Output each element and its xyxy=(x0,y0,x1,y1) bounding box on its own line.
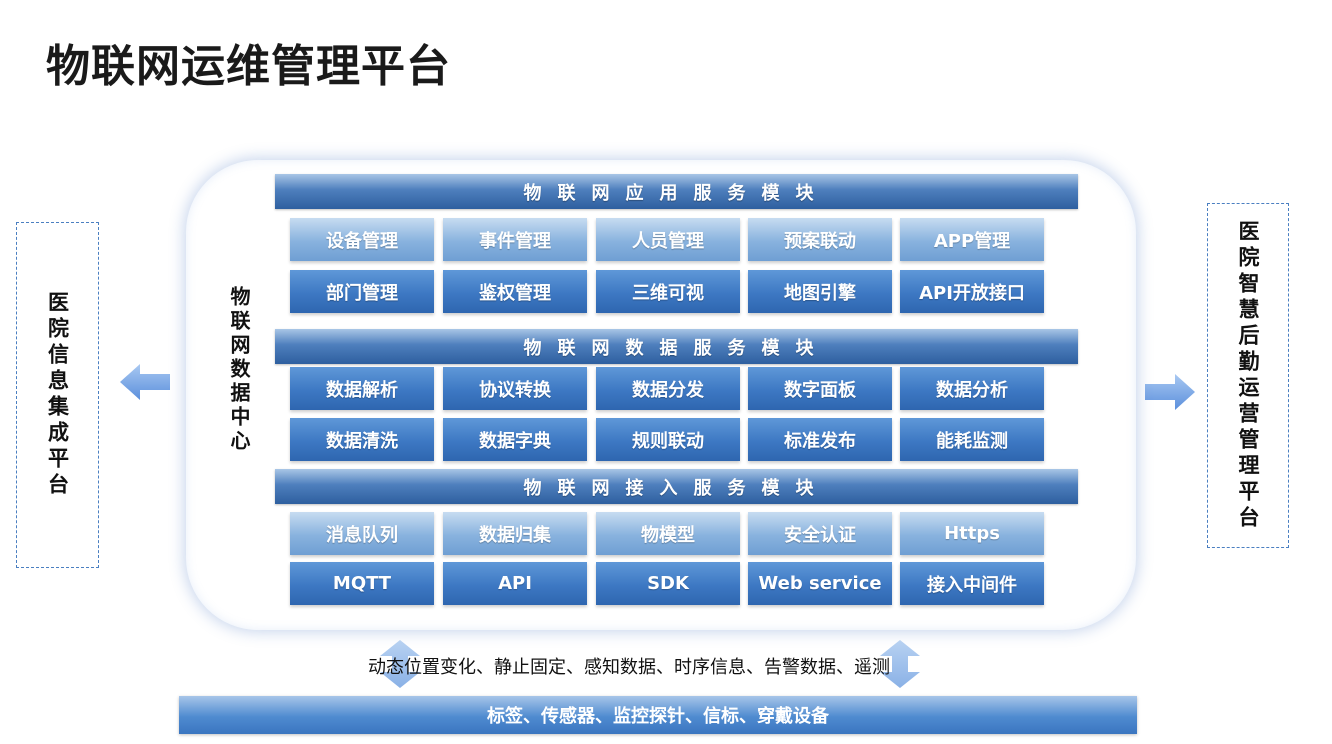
data-flow-text: 动态位置变化、静止固定、感知数据、时序信息、告警数据、遥测 xyxy=(368,657,890,678)
device-bar: 标签、传感器、监控探针、信标、穿戴设备 xyxy=(179,696,1137,734)
double-arrow-icon xyxy=(880,640,920,688)
module-tile: 三维可视 xyxy=(596,270,740,313)
module-tile: 事件管理 xyxy=(443,218,587,261)
module-tile: 能耗监测 xyxy=(900,418,1044,461)
module-tile: 数据字典 xyxy=(443,418,587,461)
module-tile: MQTT xyxy=(290,562,434,605)
section-title: 物联网数据服务模块 xyxy=(523,337,830,359)
right-platform-label: 医院智慧后勤运营管理平台 xyxy=(1236,219,1260,532)
left-platform-box: 医院信息集成平台 xyxy=(16,222,99,568)
module-tile: 接入中间件 xyxy=(900,562,1044,605)
arrow-left-icon xyxy=(120,364,170,400)
section-bar-application: 物联网应用服务模块 xyxy=(275,174,1078,209)
module-tile: 协议转换 xyxy=(443,367,587,410)
module-tile: 部门管理 xyxy=(290,270,434,313)
module-tile: 数字面板 xyxy=(748,367,892,410)
arrow-right-icon xyxy=(1145,374,1195,410)
section-title: 物联网接入服务模块 xyxy=(523,477,830,499)
module-tile: Web service xyxy=(748,562,892,605)
module-tile: SDK xyxy=(596,562,740,605)
module-tile: 规则联动 xyxy=(596,418,740,461)
module-tile: 数据解析 xyxy=(290,367,434,410)
module-tile: 鉴权管理 xyxy=(443,270,587,313)
module-tile: 数据清洗 xyxy=(290,418,434,461)
module-tile: 数据归集 xyxy=(443,512,587,555)
device-bar-label: 标签、传感器、监控探针、信标、穿戴设备 xyxy=(487,706,829,727)
module-tile: 安全认证 xyxy=(748,512,892,555)
module-tile: 数据分析 xyxy=(900,367,1044,410)
module-tile: 人员管理 xyxy=(596,218,740,261)
module-tile: 消息队列 xyxy=(290,512,434,555)
module-tile: 地图引擎 xyxy=(748,270,892,313)
left-platform-label: 医院信息集成平台 xyxy=(45,291,70,499)
module-tile: APP管理 xyxy=(900,218,1044,261)
right-platform-box: 医院智慧后勤运营管理平台 xyxy=(1207,203,1289,548)
module-tile: API xyxy=(443,562,587,605)
center-label: 物联网数据中心 xyxy=(227,286,251,454)
module-tile: API开放接口 xyxy=(900,270,1044,313)
section-title: 物联网应用服务模块 xyxy=(523,182,830,204)
page-title: 物联网运维管理平台 xyxy=(46,41,451,92)
section-bar-access: 物联网接入服务模块 xyxy=(275,469,1078,504)
module-tile: 预案联动 xyxy=(748,218,892,261)
module-tile: Https xyxy=(900,512,1044,555)
module-tile: 设备管理 xyxy=(290,218,434,261)
module-tile: 标准发布 xyxy=(748,418,892,461)
module-tile: 数据分发 xyxy=(596,367,740,410)
double-arrow-icon xyxy=(380,640,420,688)
section-bar-data: 物联网数据服务模块 xyxy=(275,329,1078,364)
module-tile: 物模型 xyxy=(596,512,740,555)
